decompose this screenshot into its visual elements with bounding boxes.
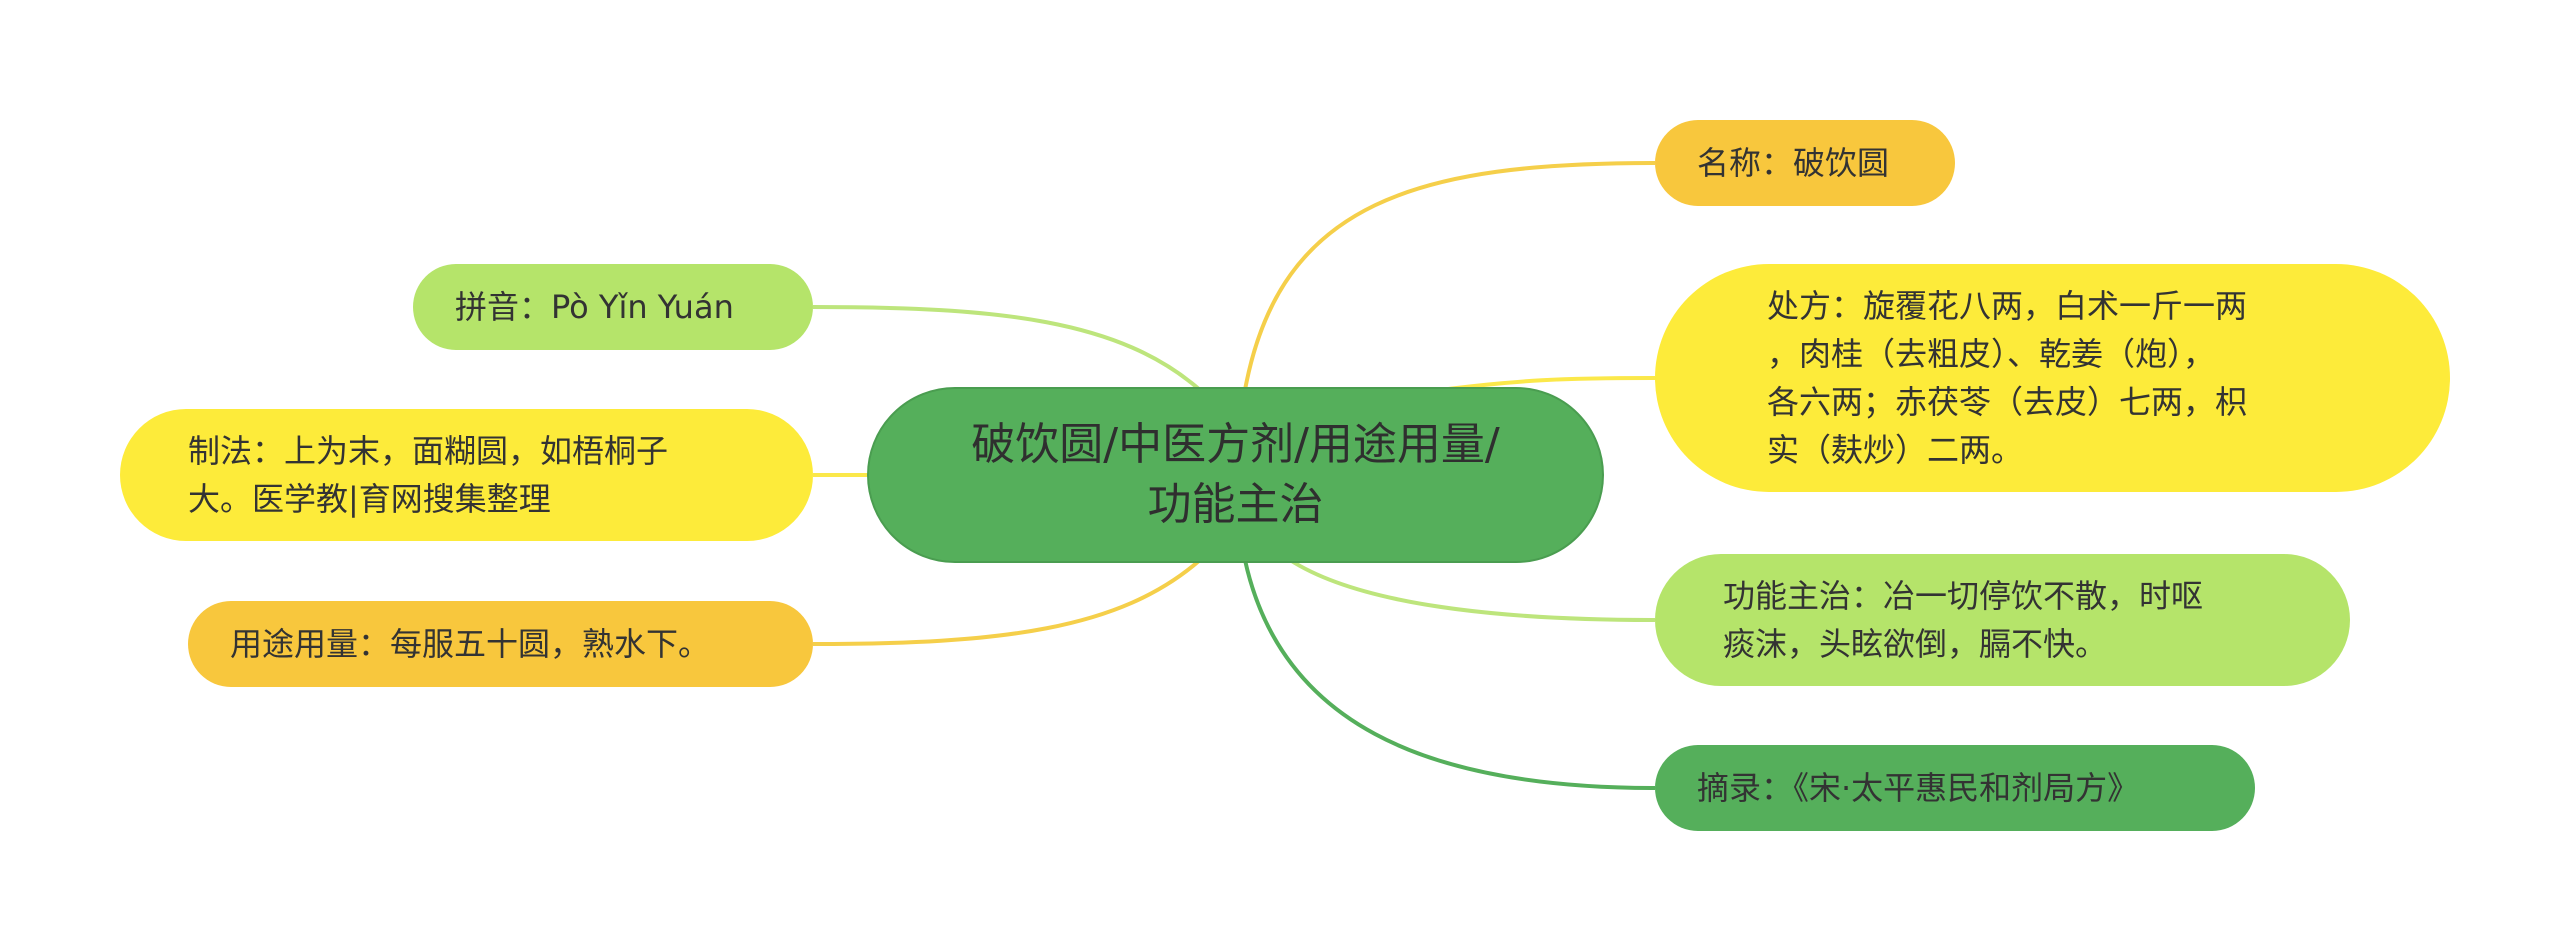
branch-function-label: 功能主治：冶一切停饮不散，时呕 痰沫，头眩欲倒，膈不快。 (1723, 577, 2204, 663)
branch-recipe[interactable]: 处方：旋覆花八两，白术一斤一两 ，肉桂（去粗皮）、乾姜（炮）， 各六两；赤茯苓（… (1655, 264, 2450, 492)
connector-pinyin (812, 305, 1202, 392)
branch-pinyin-label: 拼音：Pò Yǐn Yuán (455, 288, 734, 326)
connector-dosage (812, 558, 1202, 646)
branch-excerpt-label: 摘录：《宋·太平惠民和剂局方》 (1697, 769, 2140, 807)
branch-recipe-label: 处方：旋覆花八两，白术一斤一两 ，肉桂（去粗皮）、乾姜（炮）， 各六两；赤茯苓（… (1767, 287, 2248, 469)
connector-excerpt (1243, 559, 1656, 790)
branch-method[interactable]: 制法：上为末，面糊圆，如梧桐子 大。医学教|育网搜集整理 (120, 409, 813, 541)
connector-function (1288, 558, 1656, 622)
central-topic-label: 破饮圆/中医方剂/用途用量/功能主治 (971, 419, 1500, 530)
branch-dosage[interactable]: 用途用量：每服五十圆，熟水下。 (188, 601, 813, 687)
branch-name-label: 名称：破饮圆 (1697, 144, 1890, 182)
branch-excerpt[interactable]: 摘录：《宋·太平惠民和剂局方》 (1655, 745, 2255, 831)
branch-method-label: 制法：上为末，面糊圆，如梧桐子 大。医学教|育网搜集整理 (188, 432, 669, 518)
central-topic[interactable]: 破饮圆/中医方剂/用途用量/功能主治 (867, 387, 1604, 563)
connector-name (1243, 161, 1656, 391)
connector-recipe (1439, 376, 1656, 392)
branch-dosage-label: 用途用量：每服五十圆，熟水下。 (230, 625, 711, 663)
branch-function[interactable]: 功能主治：冶一切停饮不散，时呕 痰沫，头眩欲倒，膈不快。 (1655, 554, 2350, 686)
branch-pinyin[interactable]: 拼音：Pò Yǐn Yuán (413, 264, 813, 350)
branch-name[interactable]: 名称：破饮圆 (1655, 120, 1955, 206)
